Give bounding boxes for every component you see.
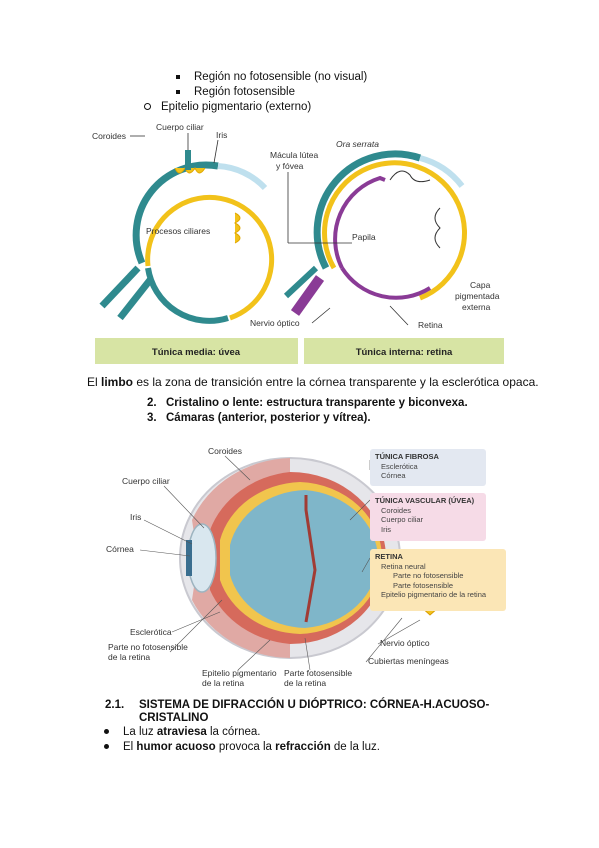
bullet-icon [104,744,109,750]
fig2-label-pnf-1: Parte no fotosensible [108,642,188,652]
bullet-icon [104,729,109,735]
band-retina-label: Túnica interna: retina [356,347,453,358]
list-item: Región no fotosensible (no visual) [176,71,367,83]
fig2-label-pf-2: de la retina [284,678,326,688]
fig2-label-epi-2: de la retina [202,678,244,688]
fig2-label-cubiertas: Cubiertas meníngeas [368,656,449,666]
fig2-label-pnf-2: de la retina [108,652,150,662]
label-capa-2: pigmentada [455,291,500,301]
label-retina: Retina [418,320,443,330]
band-uvea-label: Túnica media: úvea [152,347,241,358]
uvea-eye-illustration [99,150,275,324]
fig2-label-pf-1: Parte fotosensible [284,668,352,678]
list-item: Región fotosensible [176,86,295,98]
list-item: La luz atraviesa la córnea. [104,726,260,738]
numbered-item: 2.Cristalino o lente: estructura transpa… [147,397,468,409]
label-nervio-optico: Nervio óptico [250,318,300,328]
square-bullet-icon [176,74,180,79]
fig2-label-esclerotica: Esclerótica [130,627,172,637]
tunics-diagram: Coroides Cuerpo ciliar Iris Procesos cil… [92,122,504,364]
label-fovea: y fóvea [276,161,304,171]
legend-tunica-vascular: TÚNICA VASCULAR (ÚVEA) Coroides Cuerpo c… [370,493,486,541]
fig2-label-iris: Iris [130,512,141,522]
list-item: El humor acuoso provoca la refracción de… [104,741,380,753]
fig2-label-cornea: Córnea [106,544,134,554]
section-heading-cont: CRISTALINO [139,712,209,724]
numbered-item: 3.Cámaras (anterior, posterior y vítrea)… [147,412,371,424]
square-bullet-icon [176,89,180,94]
fig2-label-coroides: Coroides [208,446,242,456]
band-uvea [95,338,298,364]
label-coroides: Coroides [92,131,126,141]
legend-tunica-fibrosa: TÚNICA FIBROSA Esclerótica Córnea [370,449,486,486]
section-heading: 2.1.SISTEMA DE DIFRACCIÓN U DIÓPTRICO: C… [105,699,490,711]
label-capa-1: Capa [470,280,491,290]
fig2-label-epi-1: Epitelio pigmentario [202,668,277,678]
label-ora-serrata: Ora serrata [336,139,379,149]
legend-retina: RETINA Retina neural Parte no fotosensib… [370,549,506,611]
list-item: Epitelio pigmentario (externo) [144,101,311,113]
fig2-label-cuerpo-ciliar: Cuerpo ciliar [122,476,170,486]
circle-bullet-icon [144,103,151,111]
label-capa-3: externa [462,302,491,312]
band-retina [304,338,504,364]
limbo-paragraph: El limbo es la zona de transición entre … [87,375,539,389]
label-iris: Iris [216,130,227,140]
fig2-label-nervio-optico: Nervio óptico [380,638,430,648]
label-procesos-ciliares: Procesos ciliares [146,226,210,236]
label-cuerpo-ciliar: Cuerpo ciliar [156,122,204,132]
label-papila: Papila [352,232,376,242]
label-macula: Mácula lútea [270,150,318,160]
